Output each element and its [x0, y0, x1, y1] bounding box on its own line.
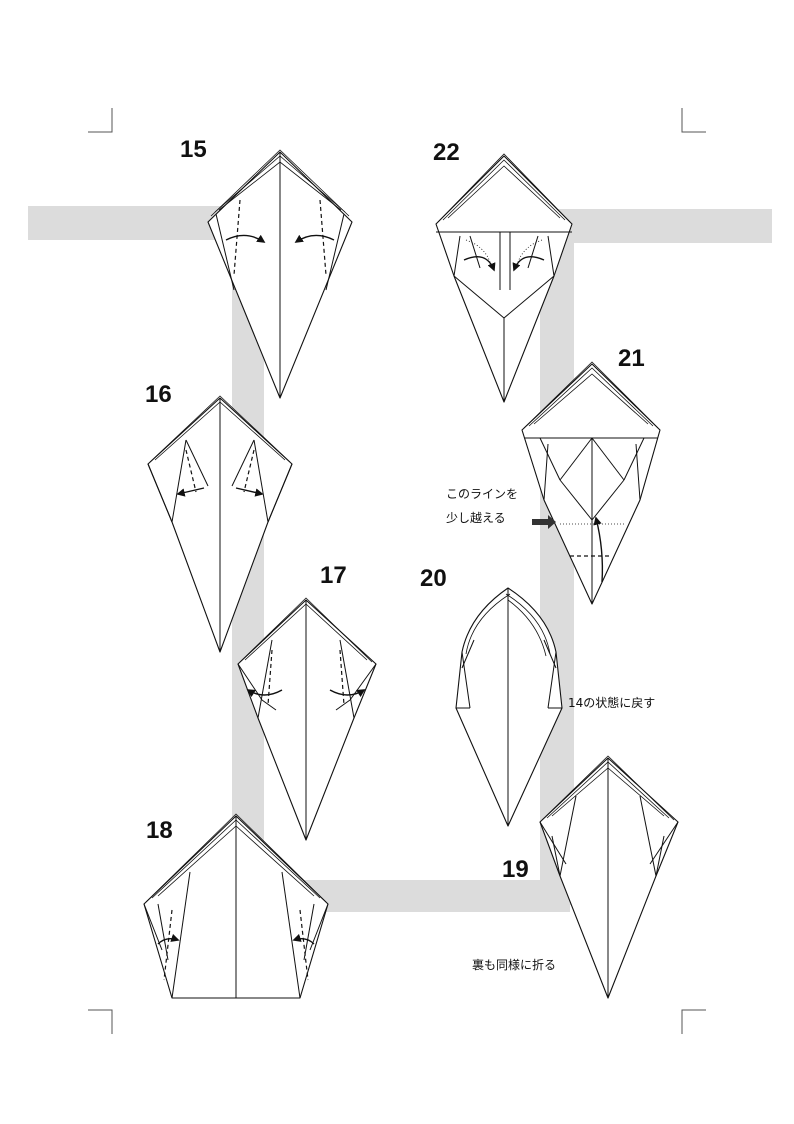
note-back-same: 裏も同様に折る	[472, 957, 556, 972]
note-line-over-2: 少し越える	[446, 511, 506, 525]
step-number-20: 20	[420, 565, 447, 592]
step-18-model	[143, 813, 329, 999]
step-number-15: 15	[180, 136, 207, 163]
note-line-over-1: このラインを	[446, 487, 518, 501]
step-22-model	[435, 153, 573, 403]
step-16-model	[147, 395, 293, 653]
step-15-model	[207, 149, 353, 399]
step-number-17: 17	[320, 562, 347, 589]
step-20-model	[455, 587, 563, 827]
step-number-19: 19	[502, 856, 529, 883]
note-return-state: 14の状態に戻す	[568, 695, 655, 710]
step-number-18: 18	[146, 817, 173, 844]
crop-marks	[88, 108, 706, 1034]
step-number-16: 16	[145, 381, 172, 408]
step-number-21: 21	[618, 345, 645, 372]
step-19-model	[539, 755, 679, 999]
pointer-arrow-icon	[532, 515, 556, 529]
step-number-22: 22	[433, 139, 460, 166]
step-17-model	[237, 597, 377, 841]
step-21-model	[521, 361, 661, 605]
